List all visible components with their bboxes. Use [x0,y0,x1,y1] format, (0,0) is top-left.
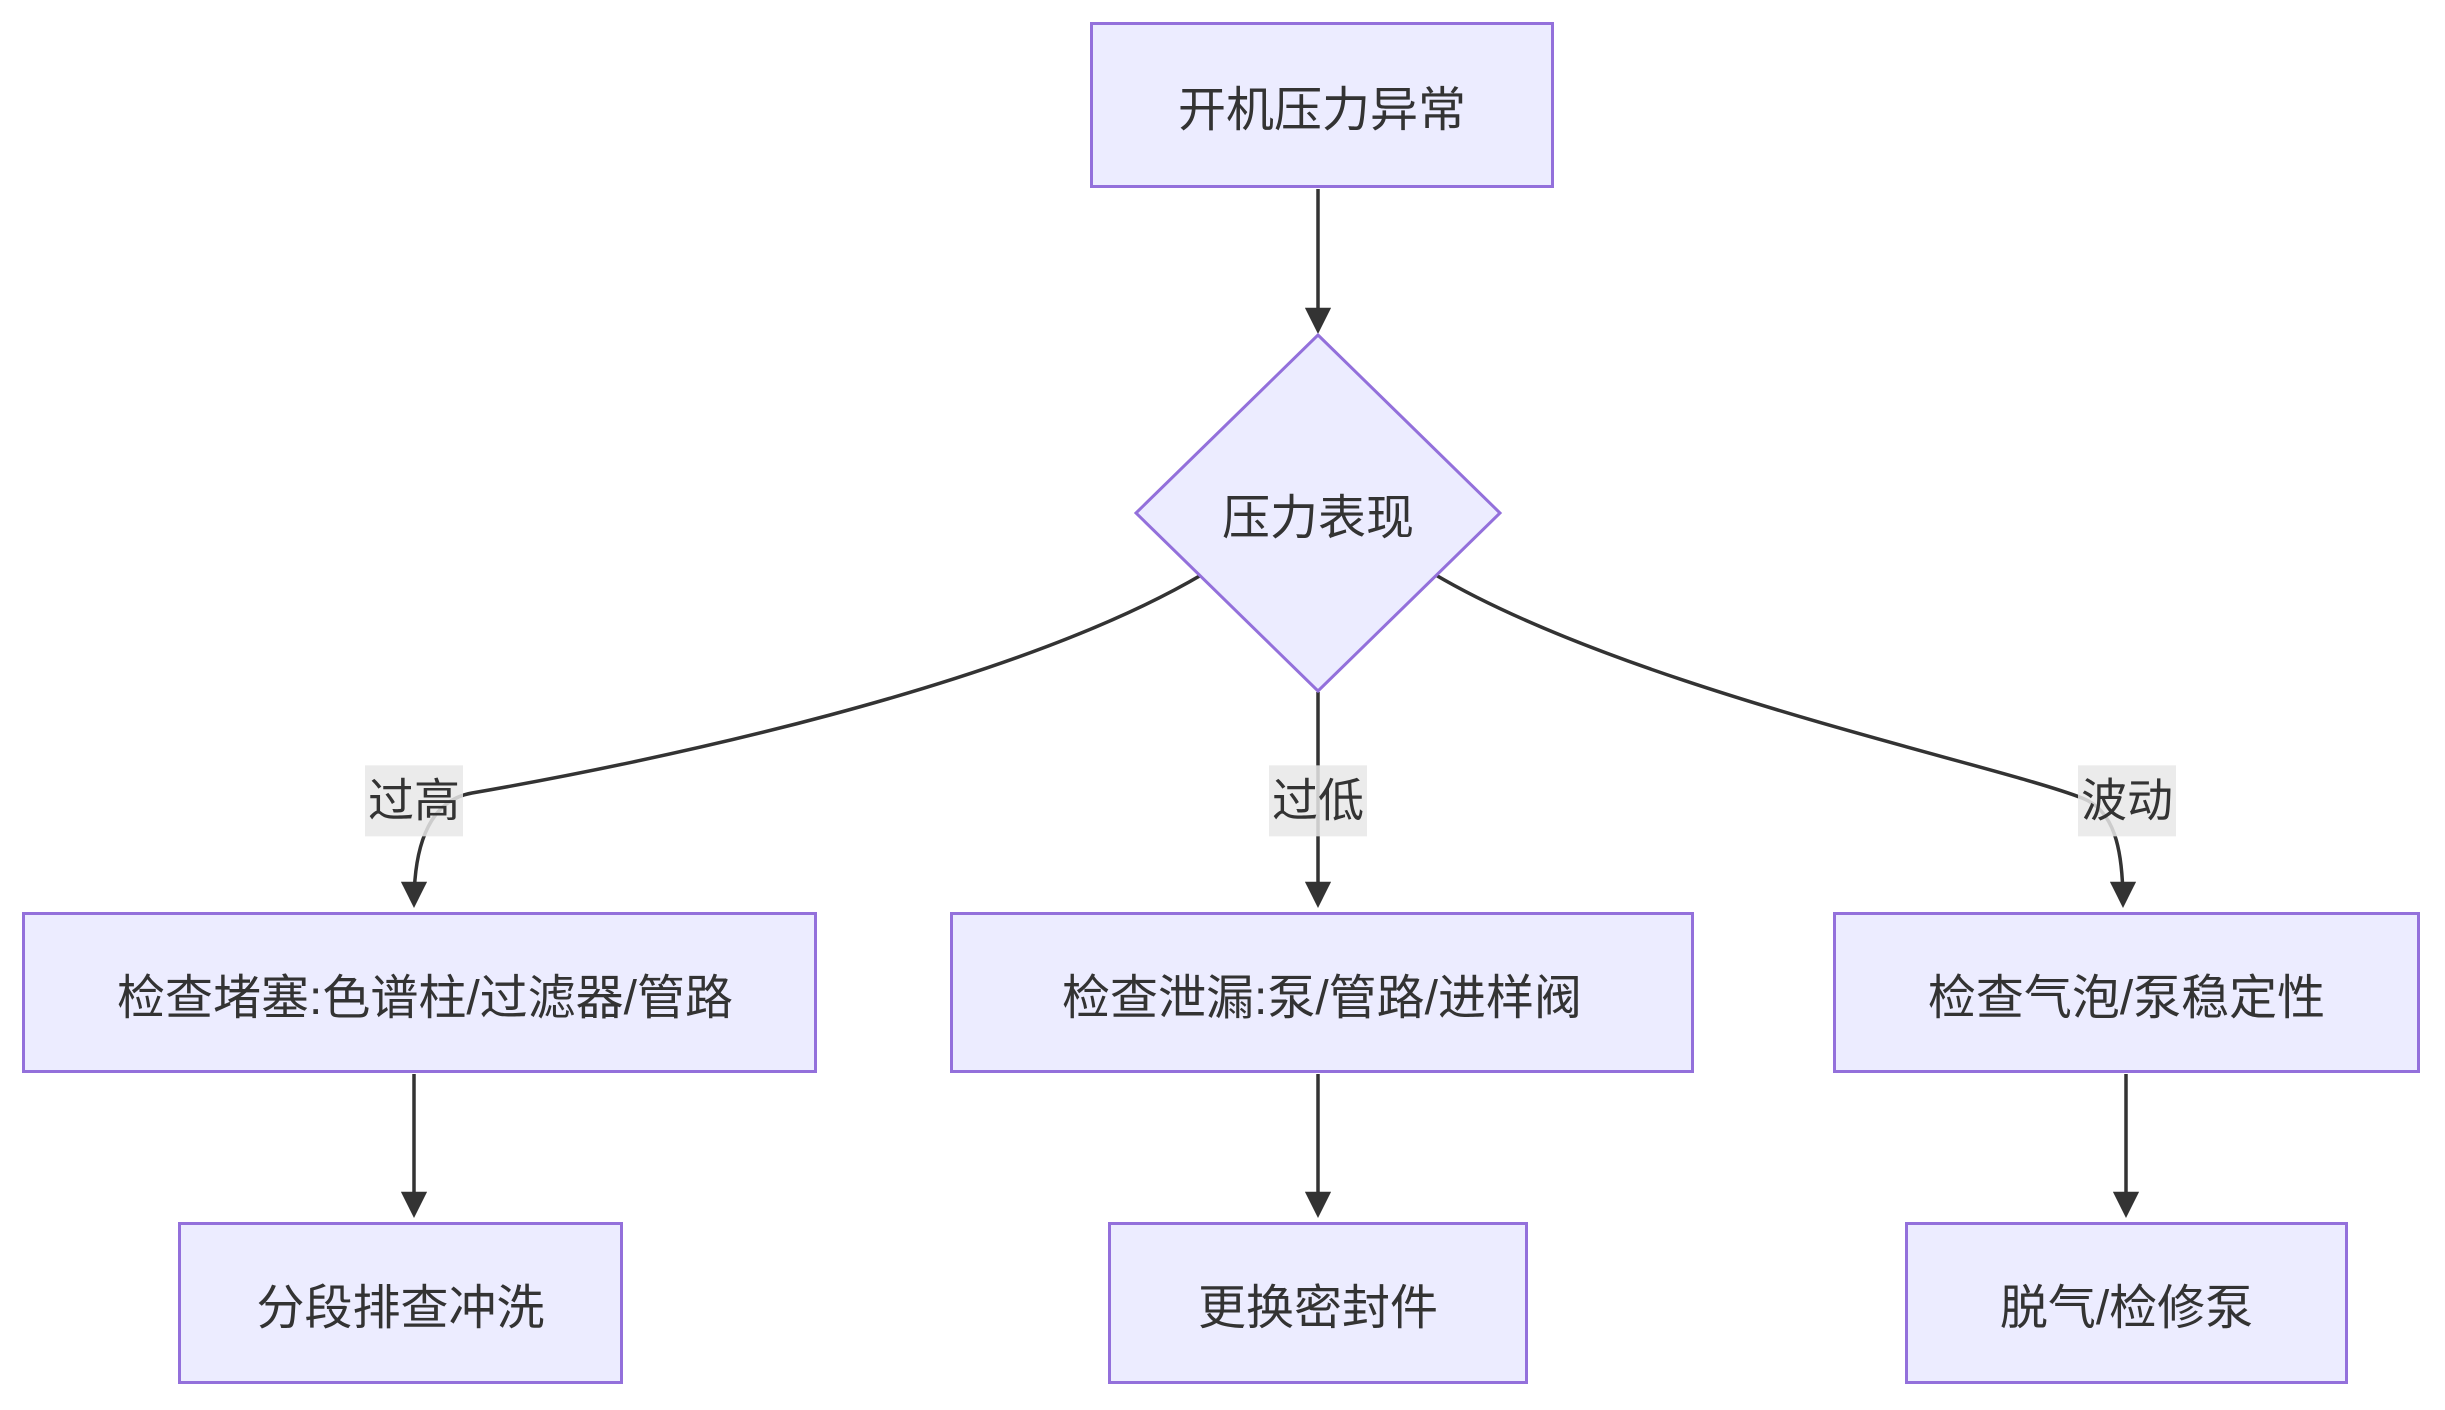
node-check-bubble-label: 检查气泡/泵稳定性 [1927,971,2326,1025]
node-flush: 分段排查冲洗 [178,1222,623,1384]
node-degas: 脱气/检修泵 [1905,1222,2348,1384]
node-decision-shape [1133,332,1503,694]
node-decision-label: 压力表现 [1221,492,1414,545]
node-check-blockage-label: 检查堵塞:色谱柱/过滤器/管路 [117,971,734,1025]
node-start: 开机压力异常 [1090,22,1554,188]
node-check-blockage: 检查堵塞:色谱柱/过滤器/管路 [22,912,817,1073]
node-check-leak: 检查泄漏:泵/管路/进样阀 [950,912,1694,1073]
node-replace-seal: 更换密封件 [1108,1222,1528,1384]
edge-decision-to-check-blockage [400,572,1204,908]
edge-label-fluctuation: 波动 [2078,765,2176,837]
node-degas-label: 脱气/检修泵 [1999,1282,2254,1335]
node-check-leak-label: 检查泄漏:泵/管路/进样阀 [1061,971,1582,1025]
node-flush-label: 分段排查冲洗 [256,1282,545,1335]
edge-label-too-low: 过低 [1269,765,1367,837]
edge-label-too-high: 过高 [365,765,463,837]
node-decision: 压力表现 [1136,335,1500,691]
node-check-bubble: 检查气泡/泵稳定性 [1833,912,2420,1073]
node-replace-seal-label: 更换密封件 [1197,1282,1438,1335]
edge-decision-to-check-bubble [1433,572,2137,908]
node-start-label: 开机压力异常 [1177,84,1466,137]
